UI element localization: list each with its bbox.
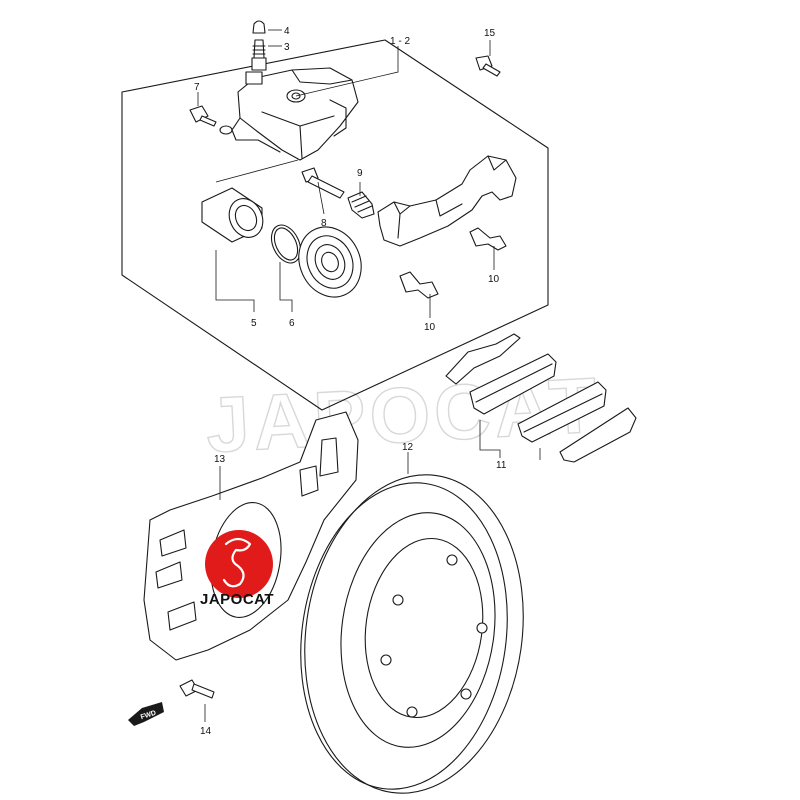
callout-7: 7	[194, 82, 200, 93]
bolt-7	[189, 105, 217, 127]
callout-14: 14	[200, 726, 212, 737]
logo-text: JAPOCAT	[200, 591, 274, 608]
dust-boot	[298, 226, 362, 298]
callout-4: 4	[284, 26, 290, 37]
callout-1-2: 1 - 2	[390, 36, 410, 47]
callout-6: 6	[289, 318, 295, 329]
bleeder-screw	[251, 39, 267, 71]
callout-12: 12	[402, 442, 414, 453]
assembly-outline	[121, 39, 549, 411]
pad-clip-lower	[399, 271, 439, 299]
callout-15: 15	[484, 28, 496, 39]
callout-9: 9	[357, 168, 363, 179]
callout-3: 3	[284, 42, 290, 53]
pad-clip-upper	[469, 227, 507, 251]
guide-pin	[301, 167, 345, 199]
bolt-14	[179, 679, 215, 699]
callout-10-upper: 10	[488, 274, 500, 285]
leader-lines	[197, 29, 541, 722]
bleeder-cap	[252, 20, 266, 34]
callout-10-lower: 10	[424, 322, 436, 333]
fwd-label: FWD	[140, 710, 157, 722]
brake-disc	[300, 474, 524, 794]
caliper-housing	[219, 67, 359, 161]
japocat-logo: JAPOCAT	[200, 530, 274, 608]
logo-red-circle	[205, 530, 273, 598]
caliper-bracket	[377, 155, 517, 247]
piston	[201, 187, 264, 243]
fwd-arrow-icon: FWD	[128, 702, 164, 726]
bolt-15	[475, 55, 501, 77]
callout-5: 5	[251, 318, 257, 329]
pin-boot	[347, 191, 375, 219]
callout-8: 8	[321, 218, 327, 229]
callout-13: 13	[214, 454, 226, 465]
callout-11: 11	[496, 460, 507, 471]
brake-pad-set	[445, 333, 637, 463]
piston-seal	[270, 224, 302, 264]
